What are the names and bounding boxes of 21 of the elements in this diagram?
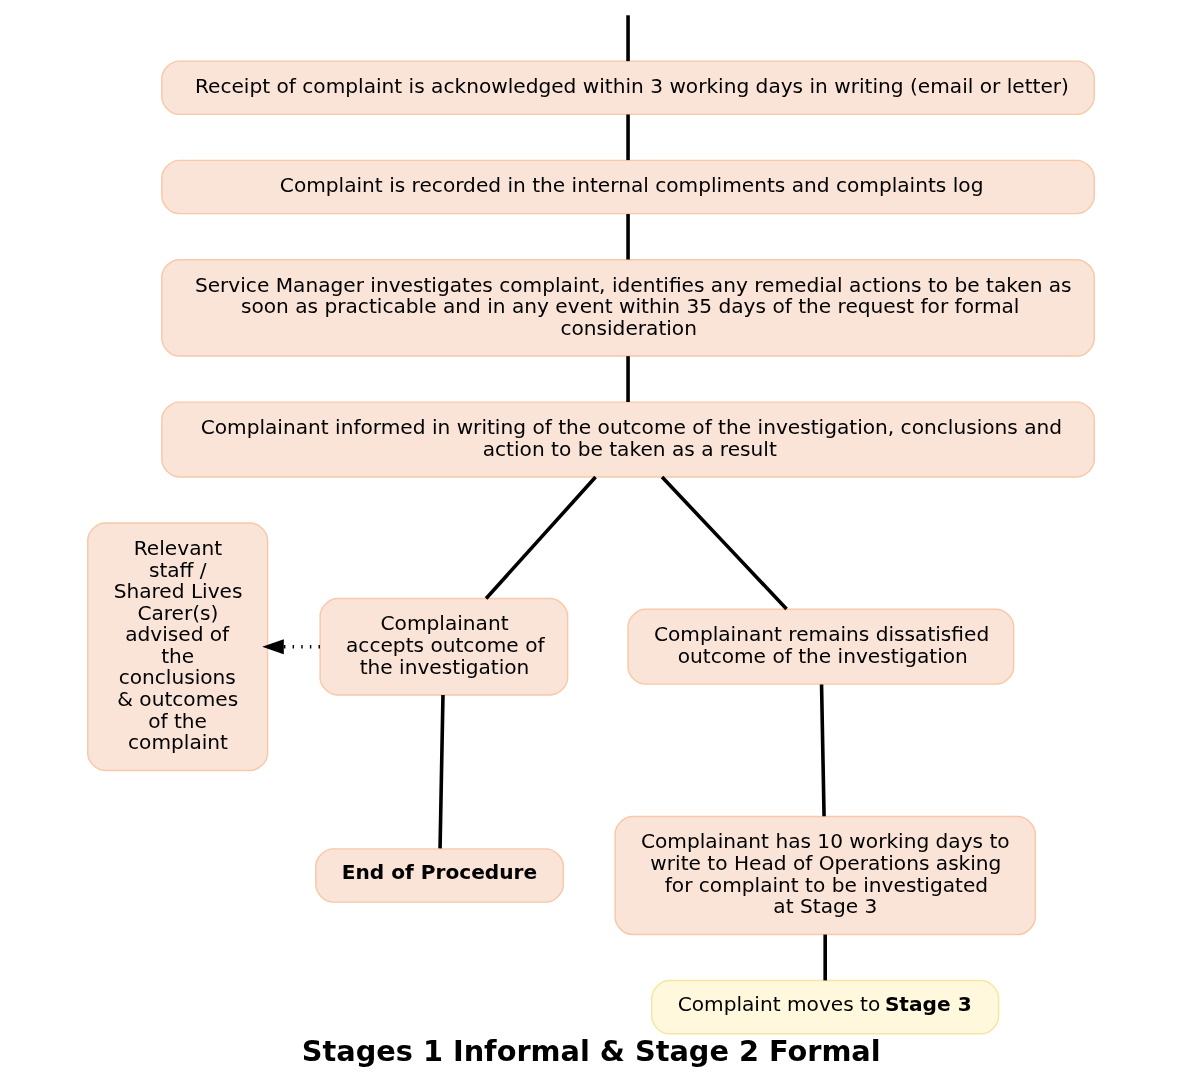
diagram-title: Stages 1 Informal & Stage 2 Formal	[301, 1034, 881, 1069]
connector	[819, 684, 826, 817]
node-box: Complainant accepts outcome of the investigation	[319, 597, 569, 696]
arrow	[262, 639, 320, 655]
connector	[823, 934, 827, 981]
connector	[438, 694, 445, 849]
node-box: Service Manager investigates complaint, identifies any remedial actions to be taken as soon as practicable and in any event within 35 days of the request for formal consideration	[161, 258, 1095, 357]
connector	[484, 475, 597, 600]
connector	[626, 114, 630, 161]
node-box: Complainant remains dissatisfied outcome of the investigation	[627, 608, 1015, 685]
connector	[626, 15, 630, 62]
node-box: Complaint moves to Stage 3	[651, 979, 1000, 1035]
connector	[660, 475, 788, 611]
node-box: Complainant has 10 working days to write to Head of Operations asking for complaint to be investigated at Stage 3	[614, 815, 1036, 936]
node-box: Relevant staff / Shared Lives Carer(s) advised of the conclusions & outcomes of the complaint	[87, 522, 269, 772]
node-box: Complaint is recorded in the internal compliments and complaints log	[161, 159, 1095, 215]
connector	[626, 214, 630, 260]
connector	[626, 356, 630, 402]
node-box: Receipt of complaint is acknowledged within 3 working days in writing (email or letter)	[161, 60, 1095, 116]
node-box: End of Procedure	[315, 848, 564, 903]
node-box: Complainant informed in writing of the outcome of the investigation, conclusions and action to be taken as a result	[161, 401, 1095, 478]
